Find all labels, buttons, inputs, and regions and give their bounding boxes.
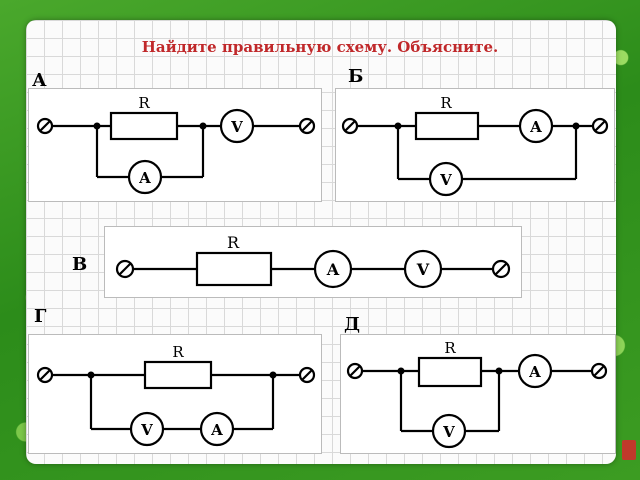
- circuit-d-ammeter-label: A: [528, 363, 541, 381]
- label-g: Г: [34, 306, 47, 327]
- circuit-a-ammeter-label: A: [138, 169, 151, 187]
- circuit-b-ammeter-label: A: [529, 118, 542, 136]
- circuit-d-diagram: R A V: [346, 339, 608, 449]
- circuit-b-resistor-label: R: [440, 94, 452, 112]
- circuit-v-voltmeter-label: V: [416, 260, 430, 279]
- slide-corner-marker: [622, 440, 636, 460]
- circuit-d-panel: R A V: [340, 334, 616, 454]
- circuit-d-voltmeter-label: V: [442, 423, 455, 441]
- slide-title: Найдите правильную схему. Объясните.: [141, 38, 499, 56]
- label-b: Б: [348, 66, 364, 87]
- circuit-b-panel: R A V: [335, 88, 615, 202]
- label-v: В: [72, 254, 88, 275]
- circuit-g-ammeter-label: A: [210, 421, 223, 439]
- circuit-a-resistor-label: R: [138, 94, 150, 112]
- circuit-a-voltmeter-label: V: [230, 118, 243, 136]
- circuit-v-resistor-label: R: [227, 233, 240, 252]
- circuit-g-voltmeter-label: V: [140, 421, 153, 439]
- circuit-b-diagram: R A V: [341, 94, 609, 197]
- circuit-v-ammeter-label: A: [326, 260, 340, 279]
- circuit-v-panel: R A V: [104, 226, 522, 298]
- circuit-g-diagram: R V A: [36, 343, 316, 447]
- circuit-a-diagram: R V A: [36, 94, 316, 195]
- label-a: А: [32, 70, 47, 91]
- circuit-a-panel: R V A: [28, 88, 322, 202]
- circuit-d-resistor-label: R: [444, 339, 456, 357]
- circuit-g-panel: R V A: [28, 334, 322, 454]
- label-d: Д: [344, 314, 361, 335]
- circuit-v-diagram: R A V: [115, 233, 511, 289]
- circuit-b-voltmeter-label: V: [439, 171, 452, 189]
- circuit-g-resistor-label: R: [172, 343, 184, 361]
